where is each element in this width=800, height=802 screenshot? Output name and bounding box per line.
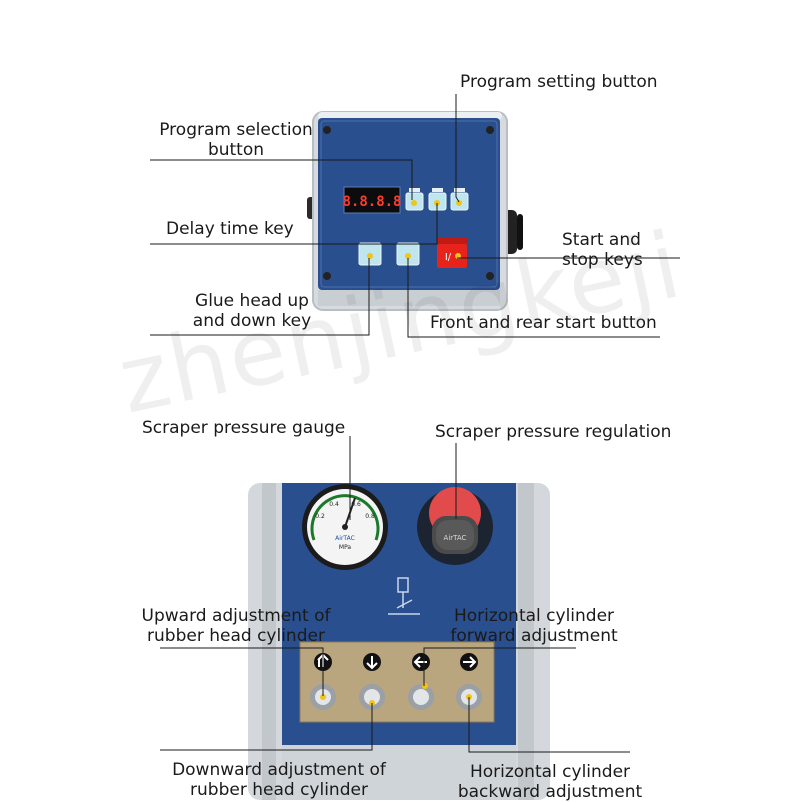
program-setting-key-2: [450, 188, 469, 211]
program-selection-key: [405, 188, 424, 211]
down-arrow-icon: [363, 653, 381, 671]
label-horizontal-backward-line1: Horizontal cylinder: [469, 762, 631, 782]
leader-lines: [150, 94, 680, 753]
horizontal-forward-button: [408, 683, 434, 710]
label-start-stop-line2: stop keys: [562, 250, 643, 270]
gauge-tick-label: 0.8: [365, 513, 375, 520]
label-horizontal-forward-line1: Horizontal cylinder: [453, 606, 615, 626]
front-rear-start-key: [396, 242, 420, 266]
gauge-brand: AirTAC: [335, 535, 355, 542]
gauge-tick-label: 0.2: [315, 513, 325, 520]
cylinder-symbol-icon: [388, 577, 420, 615]
label-downward-adjust-line2: rubber head cylinder: [190, 780, 368, 800]
label-horizontal-backward-line2: backward adjustment: [457, 782, 643, 802]
label-start-stop-line1: Start and: [562, 230, 641, 250]
label-upward-adjust-line2: rubber head cylinder: [147, 626, 325, 646]
label-horizontal-forward-line2: forward adjustment: [450, 626, 618, 646]
label-program-selection-line2: button: [207, 140, 265, 160]
display-frame: [343, 186, 401, 214]
screw: [323, 272, 331, 280]
label-program-setting: Program setting button: [460, 72, 658, 92]
label-front-rear-start: Front and rear start button: [430, 313, 657, 333]
upward-adjust-button: [310, 684, 336, 710]
screw: [323, 126, 331, 134]
label-glue-head-line1: Glue head up: [195, 291, 309, 311]
label-glue-head-line2: and down key: [192, 311, 312, 331]
gauge-unit: MPa: [339, 544, 352, 551]
glue-head-key: [358, 242, 382, 266]
left-arrow-icon: [412, 653, 430, 671]
svg-text:I/: I/: [445, 252, 452, 263]
gauge-tick-label: 0.4: [329, 501, 339, 508]
label-scraper-regulation: Scraper pressure regulation: [435, 422, 672, 442]
led-display: 8.8.8.8: [342, 194, 401, 210]
downward-adjust-button: [359, 684, 385, 710]
label-scraper-gauge: Scraper pressure gauge: [142, 418, 346, 438]
screw: [486, 272, 494, 280]
regulator-brand: AirTAC: [444, 534, 467, 542]
gauge-tick-label: 0.6: [351, 501, 361, 508]
right-arrow-icon: [460, 653, 478, 671]
label-downward-adjust-line1: Downward adjustment of: [172, 760, 386, 780]
label-upward-adjust-line1: Upward adjustment of: [141, 606, 331, 626]
screw: [486, 126, 494, 134]
label-program-selection-line1: Program selection: [159, 120, 313, 140]
button-plate: [300, 642, 494, 722]
label-delay-time: Delay time key: [166, 219, 294, 239]
